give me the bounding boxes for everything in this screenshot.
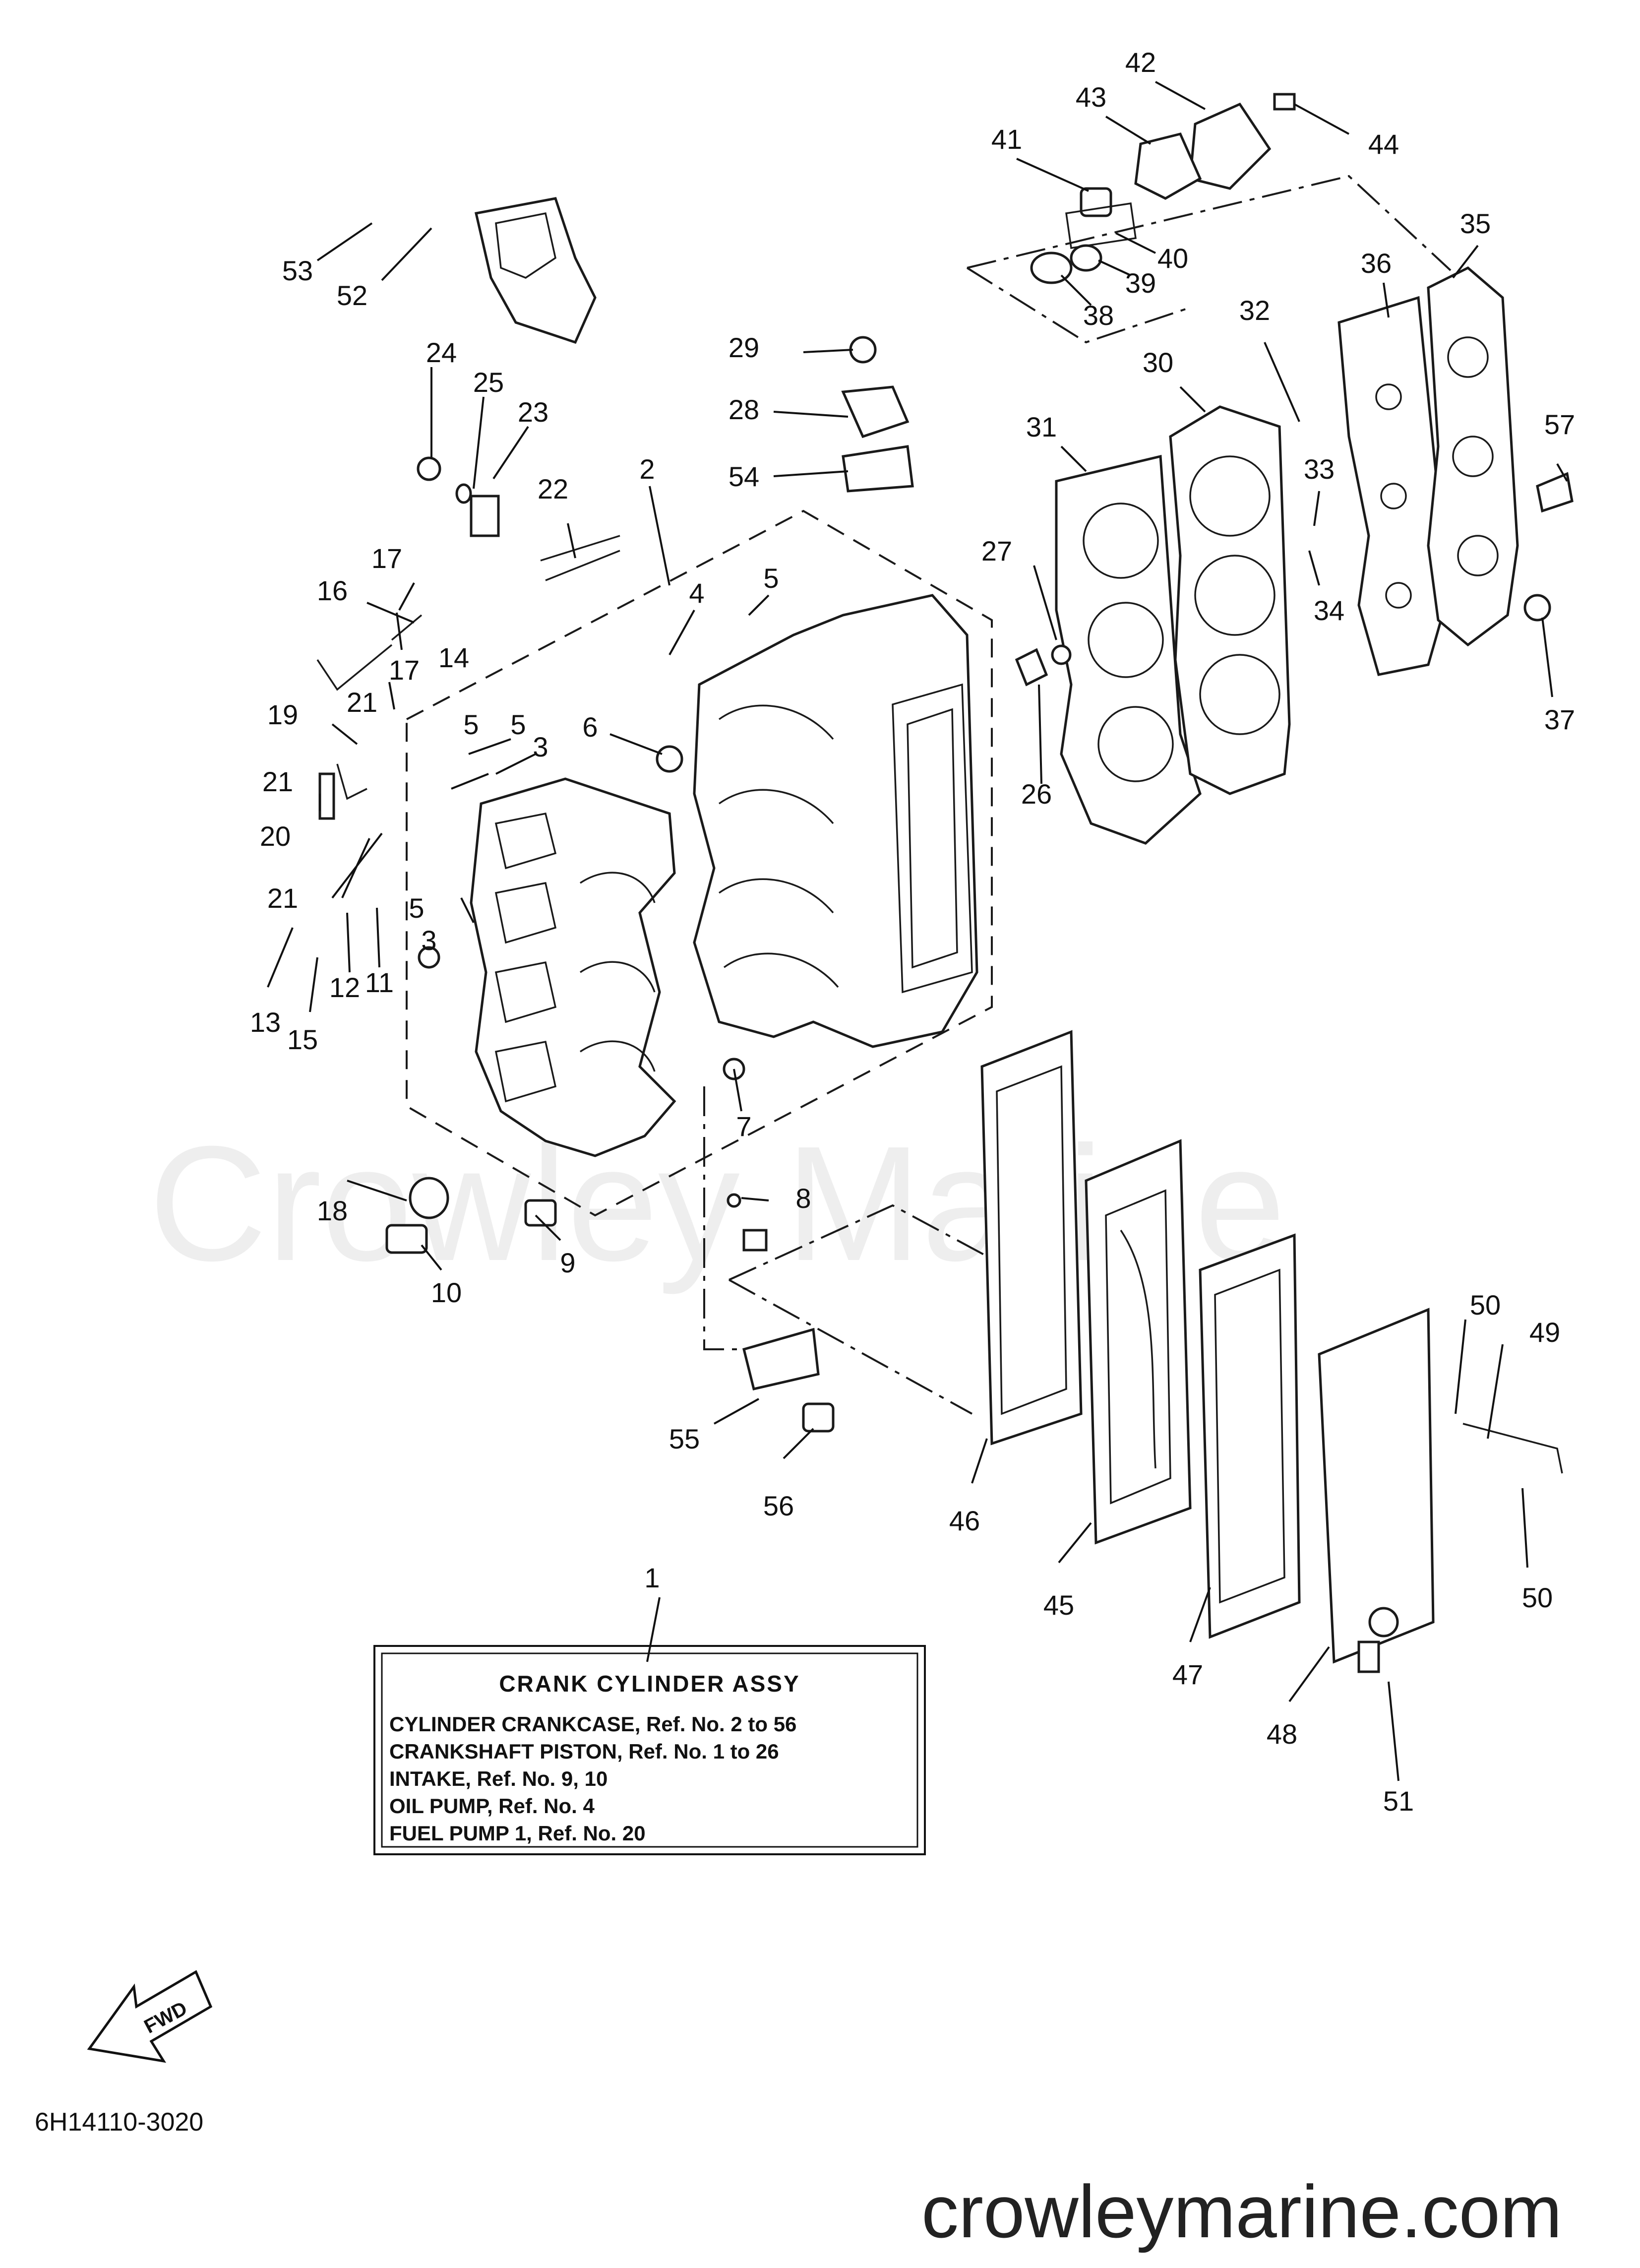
callout-29: 29 [729, 332, 759, 363]
callout-57: 57 [1544, 409, 1575, 440]
callout-28: 28 [729, 394, 759, 425]
assembly-box-line-2: CRANKSHAFT PISTON, Ref. No. 1 to 26 [389, 1740, 779, 1763]
exhaust-gasket-47 [1199, 1233, 1301, 1639]
callout-21a: 21 [262, 766, 293, 797]
head-cover-gasket-36 [1337, 296, 1450, 676]
callout-36: 36 [1361, 248, 1392, 279]
callout-46: 46 [949, 1505, 980, 1536]
callout-13: 13 [250, 1007, 281, 1038]
callout-16: 16 [317, 575, 348, 606]
callout-17a: 17 [371, 543, 402, 574]
callout-32: 32 [1239, 295, 1270, 326]
callout-26: 26 [1021, 778, 1052, 810]
callout-56: 56 [763, 1490, 794, 1521]
callout-20: 20 [260, 820, 291, 852]
callout-53: 53 [282, 255, 313, 286]
callout-52: 52 [337, 280, 367, 311]
callout-11: 11 [365, 967, 394, 998]
callout-39: 39 [1125, 267, 1156, 299]
callout-47: 47 [1172, 1659, 1203, 1690]
callout-40: 40 [1157, 243, 1188, 274]
callout-8: 8 [795, 1183, 811, 1214]
callout-54: 54 [729, 461, 759, 492]
footer-url: crowleymarine.com [921, 2170, 1562, 2253]
exhaust-cover-group-boundary [703, 1086, 1022, 1415]
callout-41: 41 [991, 124, 1022, 155]
small-parts [316, 336, 1574, 1673]
callout-33: 33 [1304, 453, 1335, 485]
callout-3b: 3 [421, 925, 436, 956]
callout-19: 19 [267, 699, 298, 730]
callout-10: 10 [431, 1277, 462, 1308]
head-gasket-31 [1055, 454, 1202, 845]
callout-23: 23 [518, 396, 548, 428]
callout-5a: 5 [763, 563, 779, 594]
callout-27: 27 [981, 535, 1012, 567]
callout-9: 9 [560, 1247, 575, 1278]
callout-6: 6 [582, 711, 598, 743]
callout-51: 51 [1383, 1785, 1414, 1817]
bracket-52 [474, 197, 597, 344]
crankcase-half [470, 777, 676, 1157]
callout-5d: 5 [409, 892, 424, 924]
callout-50a: 50 [1470, 1289, 1501, 1321]
callout-50b: 50 [1522, 1582, 1553, 1613]
callout-48: 48 [1267, 1718, 1297, 1750]
callout-17b: 17 [389, 654, 420, 686]
callout-14: 14 [438, 642, 469, 673]
callout-21b: 21 [347, 687, 377, 718]
callout-31: 31 [1026, 411, 1057, 442]
callout-2: 2 [639, 453, 655, 485]
callout-4: 4 [689, 577, 704, 609]
exhaust-gasket-46 [980, 1030, 1083, 1446]
assembly-box-line-1: CYLINDER CRANKCASE, Ref. No. 2 to 56 [389, 1712, 796, 1736]
callout-labels: 1 2 3 3 4 5 5 5 5 6 7 8 9 10 11 12 13 14… [250, 47, 1575, 1817]
callout-42: 42 [1125, 47, 1156, 78]
callout-49: 49 [1529, 1317, 1560, 1348]
callout-7: 7 [736, 1111, 751, 1142]
exhaust-inner-cover-45 [1085, 1139, 1192, 1545]
callout-3a: 3 [533, 731, 548, 762]
callout-25: 25 [473, 367, 504, 398]
assembly-box-title: CRANK CYLINDER ASSY [499, 1671, 800, 1697]
callout-43: 43 [1076, 81, 1106, 113]
callout-45: 45 [1043, 1589, 1074, 1621]
head-cover-35 [1427, 266, 1519, 647]
callout-15: 15 [287, 1024, 318, 1055]
cylinder-block [693, 594, 978, 1048]
fwd-arrow-icon: FWD [87, 1970, 213, 2063]
leader-lines [267, 81, 1568, 1781]
head-cover-group-boundary [966, 175, 1452, 344]
callout-37: 37 [1544, 704, 1575, 735]
assembly-box-line-3: INTAKE, Ref. No. 9, 10 [389, 1767, 607, 1790]
assembly-reference-box: CRANK CYLINDER ASSY CYLINDER CRANKCASE, … [373, 1645, 926, 1855]
callout-34: 34 [1314, 595, 1344, 626]
cylinder-head-30 [1169, 405, 1291, 795]
callout-24: 24 [426, 337, 457, 368]
callout-1: 1 [644, 1562, 660, 1593]
document-code: 6H14110-3020 [35, 2108, 203, 2137]
callout-5c: 5 [510, 709, 526, 740]
callout-35: 35 [1460, 208, 1491, 239]
callout-22: 22 [538, 473, 568, 504]
callout-21c: 21 [267, 882, 298, 914]
callout-44: 44 [1368, 128, 1399, 160]
assembly-box-line-4: OIL PUMP, Ref. No. 4 [389, 1794, 595, 1818]
callout-18: 18 [317, 1195, 348, 1226]
exhaust-outer-cover-48 [1318, 1308, 1435, 1664]
callout-12: 12 [329, 972, 360, 1003]
assembly-box-line-5: FUEL PUMP 1, Ref. No. 20 [389, 1822, 646, 1845]
callout-5b: 5 [463, 709, 479, 740]
callout-30: 30 [1143, 347, 1173, 378]
callout-38: 38 [1083, 300, 1114, 331]
cylinder-assembly-boundary [406, 509, 993, 1217]
callout-55: 55 [669, 1423, 700, 1454]
